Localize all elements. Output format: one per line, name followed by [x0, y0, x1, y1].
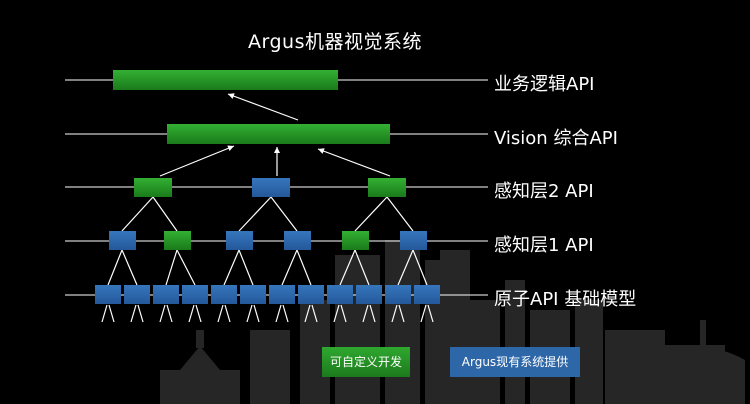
perception2-box-0: [134, 178, 172, 197]
atomic-box-6: [269, 285, 295, 304]
atomic-box-4: [211, 285, 237, 304]
atomic-box-0: [95, 285, 121, 304]
edge-p1-3-atomic-b: [296, 249, 312, 286]
perception2-box-1: [252, 178, 290, 197]
input-edge-10-a: [391, 304, 398, 323]
edge-p2-0-p1-1: [152, 196, 178, 232]
input-edge-2-b: [166, 304, 173, 323]
perception1-box-2: [226, 231, 253, 250]
edge-p2-2-p1-4: [354, 196, 388, 232]
input-edge-1-b: [137, 304, 144, 323]
atomic-box-7: [298, 285, 324, 304]
arrow-p2-0-to-vision-head: [227, 145, 234, 152]
layer-label-perception-1: 感知层1 API: [494, 235, 594, 256]
input-edge-6-a: [275, 304, 282, 323]
city-skyline-background: [160, 240, 745, 404]
edge-p1-0-atomic-b: [121, 249, 138, 286]
layer-label-perception-2: 感知层2 API: [494, 181, 594, 202]
input-edge-9-b: [369, 304, 376, 323]
module-boxes: [95, 70, 440, 304]
edge-p1-5-atomic-b: [412, 249, 428, 286]
input-edge-3-b: [195, 304, 202, 323]
perception1-box-5: [400, 231, 427, 250]
connection-arrows: [101, 93, 434, 323]
atomic-box-5: [240, 285, 266, 304]
input-edge-5-a: [246, 304, 253, 323]
input-edge-5-b: [253, 304, 260, 323]
arrow-p2-1-to-vision-head: [274, 147, 280, 153]
perception2-box-2: [368, 178, 406, 197]
layer-label-business-logic: 业务逻辑API: [494, 74, 595, 95]
atomic-box-1: [124, 285, 150, 304]
atomic-box-8: [327, 285, 353, 304]
edge-p2-2-p1-5: [386, 196, 414, 232]
input-edge-7-b: [311, 304, 318, 323]
input-edge-11-a: [420, 304, 427, 323]
input-edge-0-a: [101, 304, 108, 323]
edge-p1-1-atomic-b: [176, 249, 196, 286]
input-edge-6-b: [282, 304, 289, 323]
input-edge-8-b: [340, 304, 347, 323]
perception1-box-1: [164, 231, 191, 250]
business-logic-box: [113, 70, 338, 90]
input-edge-4-b: [224, 304, 231, 323]
atomic-box-11: [414, 285, 440, 304]
legend-self-developed: 可自定义开发: [322, 347, 410, 377]
arrow-vision-to-business-head: [228, 93, 235, 99]
input-edge-11-b: [427, 304, 434, 323]
arrow-p2-2-to-vision: [317, 148, 391, 177]
perception1-box-3: [284, 231, 311, 250]
input-edge-10-b: [398, 304, 405, 323]
edge-p2-1-p1-3: [270, 196, 298, 232]
edge-p1-2-atomic-b: [238, 249, 254, 286]
layer-label-atomic: 原子API 基础模型: [494, 289, 637, 310]
vision-box: [167, 124, 390, 144]
perception1-box-0: [109, 231, 136, 250]
legend-argus-provided: Argus现有系统提供: [450, 347, 580, 377]
atomic-box-3: [182, 285, 208, 304]
input-edge-3-a: [188, 304, 195, 323]
input-edge-0-b: [108, 304, 115, 323]
input-edge-7-a: [304, 304, 311, 323]
input-edge-1-a: [130, 304, 137, 323]
edge-p2-0-p1-0: [121, 196, 154, 232]
input-edge-2-a: [159, 304, 166, 323]
input-edge-8-a: [333, 304, 340, 323]
edge-p1-2-atomic-a: [223, 249, 240, 286]
edge-p1-5-atomic-a: [397, 249, 414, 286]
edge-p1-1-atomic-a: [165, 249, 178, 286]
edge-p1-3-atomic-a: [281, 249, 298, 286]
edge-p1-4-atomic-b: [354, 249, 370, 286]
input-edge-9-a: [362, 304, 369, 323]
perception1-box-4: [342, 231, 369, 250]
atomic-box-9: [356, 285, 382, 304]
edge-p1-4-atomic-a: [339, 249, 356, 286]
arrow-p2-2-to-vision-head: [318, 148, 325, 154]
atomic-box-10: [385, 285, 411, 304]
edge-p1-0-atomic-a: [107, 249, 123, 286]
arrow-p2-0-to-vision: [159, 145, 235, 177]
edge-p2-1-p1-2: [238, 196, 272, 232]
atomic-box-2: [153, 285, 179, 304]
input-edge-4-a: [217, 304, 224, 323]
diagram-title: Argus机器视觉系统: [248, 31, 422, 53]
arrow-vision-to-business: [227, 93, 299, 121]
layer-label-vision: Vision 综合API: [494, 128, 618, 149]
